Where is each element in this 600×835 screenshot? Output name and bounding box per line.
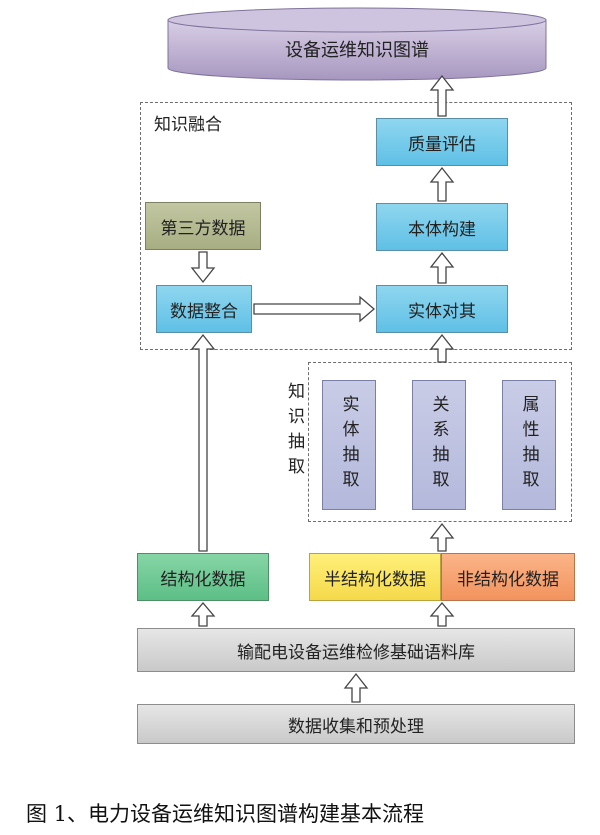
arrow-integration-to-alignment	[253, 295, 375, 323]
knowledge-graph-cylinder	[167, 7, 547, 81]
arrow-thirdparty-to-integration	[190, 251, 216, 284]
ontology-construction-box: 本体构建	[376, 203, 508, 251]
data-collection-box: 数据收集和预处理	[137, 704, 575, 744]
arrow-collection-to-corpus	[343, 672, 369, 703]
semi-structured-data-box: 半结构化数据	[309, 553, 441, 601]
knowledge-fusion-label: 知识融合	[154, 115, 222, 135]
knowledge-graph-title: 设备运维知识图谱	[285, 40, 429, 61]
figure-caption: 图 1、电力设备运维知识图谱构建基本流程	[26, 802, 425, 826]
entity-extraction-box: 实体抽取	[322, 380, 376, 510]
quality-evaluation-box: 质量评估	[376, 118, 508, 166]
unstructured-data-box: 非结构化数据	[441, 553, 575, 601]
relation-extraction-box: 关系抽取	[412, 380, 466, 510]
knowledge-extraction-label: 知识抽取	[284, 382, 304, 482]
arrow-quality-to-graph	[429, 74, 455, 117]
arrow-sources-to-extraction	[429, 522, 455, 552]
arrow-corpus-to-structured	[190, 601, 216, 627]
entity-extraction-text: 实体抽取	[338, 395, 359, 495]
attribute-extraction-text: 属性抽取	[518, 395, 539, 495]
attribute-extraction-box: 属性抽取	[502, 380, 556, 510]
third-party-data-box: 第三方数据	[145, 202, 261, 250]
arrow-structured-to-integration	[190, 333, 216, 552]
base-corpus-box: 输配电设备运维检修基础语料库	[137, 628, 575, 672]
arrow-extraction-to-alignment	[429, 333, 455, 363]
data-integration-box: 数据整合	[156, 285, 252, 333]
entity-alignment-box: 实体对其	[376, 285, 508, 333]
arrow-corpus-to-sources	[429, 601, 455, 627]
arrow-alignment-to-ontology	[429, 251, 455, 284]
knowledge-fusion-region	[140, 102, 572, 350]
arrow-ontology-to-quality	[429, 166, 455, 202]
relation-extraction-text: 关系抽取	[428, 395, 449, 495]
flow-arrows	[190, 74, 455, 703]
structured-data-box: 结构化数据	[137, 553, 269, 601]
